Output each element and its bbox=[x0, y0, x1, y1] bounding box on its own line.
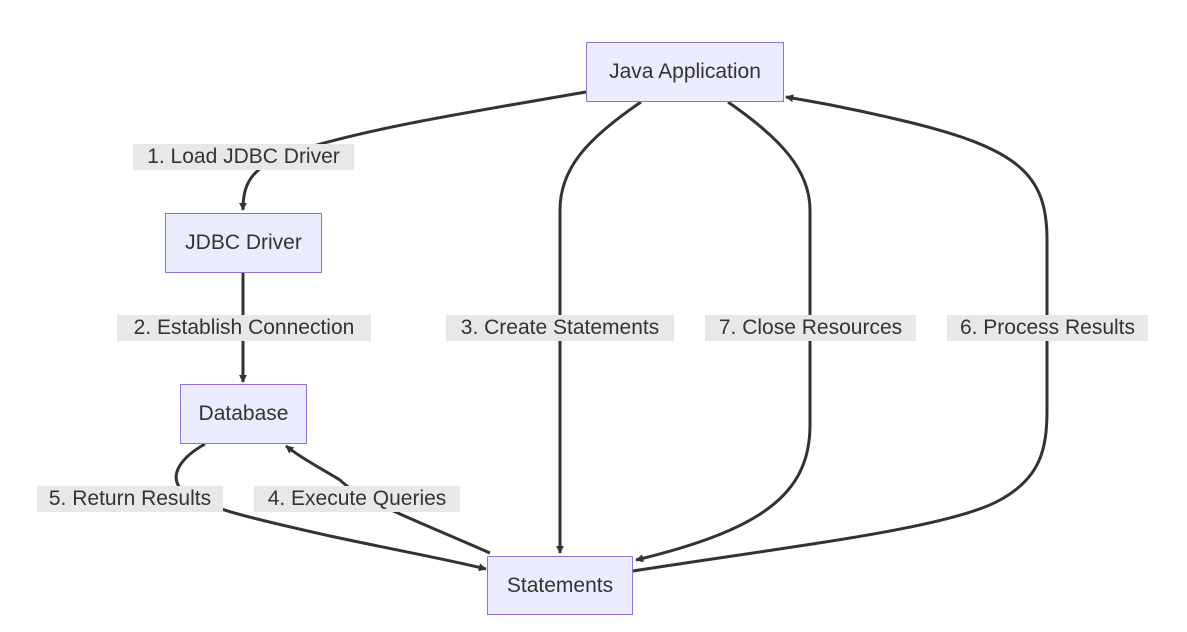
edge-close-resources bbox=[635, 100, 812, 563]
node-statements: Statements bbox=[487, 556, 633, 615]
node-java-application: Java Application bbox=[586, 42, 784, 102]
edge-process-results bbox=[632, 94, 1049, 573]
edge-label-load-driver: 1. Load JDBC Driver bbox=[133, 144, 354, 170]
edge-label-execute-queries: 4. Execute Queries bbox=[254, 486, 460, 512]
edge-label-close-resources: 7. Close Resources bbox=[705, 315, 916, 341]
edge-label-establish-connection: 2. Establish Connection bbox=[117, 315, 371, 341]
edge-label-create-statements: 3. Create Statements bbox=[446, 315, 674, 341]
edge-label-return-results: 5. Return Results bbox=[37, 486, 223, 512]
edge-load-driver bbox=[239, 90, 587, 211]
node-jdbc-driver: JDBC Driver bbox=[165, 213, 322, 273]
node-database: Database bbox=[180, 384, 307, 444]
edge-label-process-results: 6. Process Results bbox=[947, 315, 1148, 341]
edge-return-results bbox=[174, 442, 487, 572]
edge-create-statements bbox=[556, 100, 642, 554]
